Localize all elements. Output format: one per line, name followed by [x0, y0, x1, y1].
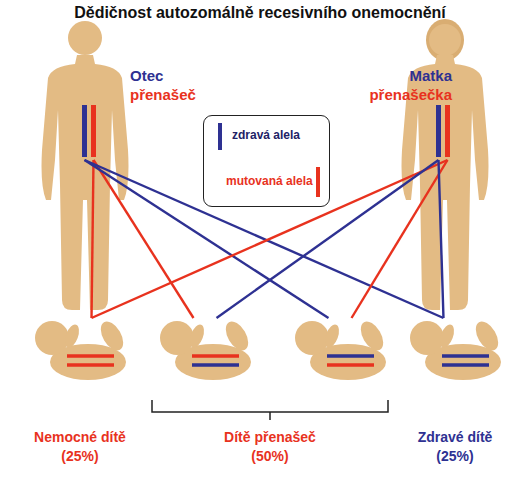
inheritance-line: [92, 160, 94, 318]
legend-text: mutovaná alela: [226, 174, 313, 188]
inheritance-line: [439, 160, 444, 318]
inheritance-line: [352, 160, 448, 318]
arm: [62, 323, 81, 350]
head: [429, 24, 461, 56]
head: [68, 21, 102, 55]
mutated-allele-bar: [67, 363, 114, 367]
parent-figure: Otecpřenašeč: [76, 100, 100, 160]
leg: [221, 318, 253, 355]
head: [410, 321, 444, 355]
hair: [426, 19, 464, 61]
parent-label: přenašečka: [332, 85, 452, 105]
healthy-allele-bar: [436, 105, 441, 157]
father-figure: [42, 21, 129, 310]
mother-figure: [402, 19, 489, 310]
legend-box: zdravá alela mutovaná alela: [203, 115, 330, 207]
arm: [437, 323, 456, 350]
diagram-title: Dědičnost autozomálně recesivního onemoc…: [0, 4, 520, 22]
parent-figure: Matkapřenašečka: [430, 100, 454, 160]
allele-swatch: [218, 123, 222, 150]
baby-figure: [160, 318, 253, 380]
group-bracket: [152, 400, 388, 420]
body: [42, 55, 129, 310]
legend-text: zdravá alela: [232, 128, 300, 142]
healthy-allele-bar: [82, 105, 87, 157]
arm: [187, 323, 206, 350]
healthy-allele-bar: [442, 354, 489, 358]
child-label: Zdravé dítě (25%): [407, 428, 503, 466]
mutated-allele-bar: [192, 354, 239, 358]
inheritance-line: [92, 160, 448, 318]
baby-figure: [295, 318, 388, 380]
group-label: Dítě přenašeč (50%): [205, 428, 335, 466]
healthy-allele-bar: [192, 363, 239, 367]
healthy-allele-bar: [327, 354, 374, 358]
parent-label: Matka: [332, 66, 452, 86]
head: [35, 321, 69, 355]
leg: [96, 318, 128, 355]
head: [295, 321, 329, 355]
baby-figure: [410, 318, 503, 380]
inheritance-line: [94, 160, 194, 318]
parent-label: Otec: [130, 66, 220, 86]
mutated-allele-bar: [67, 354, 114, 358]
baby-figure: [35, 318, 128, 380]
healthy-allele-bar: [442, 363, 489, 367]
mutated-allele-bar: [91, 105, 96, 157]
mutated-allele-bar: [327, 363, 374, 367]
head: [160, 321, 194, 355]
child-label: Nemocné dítě (25%): [32, 428, 128, 466]
child-figure: [292, 318, 388, 386]
child-figure: [157, 318, 253, 386]
leg: [471, 318, 503, 355]
inheritance-line: [85, 160, 444, 318]
mutated-allele-bar: [445, 105, 450, 157]
arm: [322, 323, 341, 350]
leg: [356, 318, 388, 355]
child-figure: Zdravé dítě (25%): [407, 318, 503, 386]
child-figure: Nemocné dítě (25%): [32, 318, 128, 386]
parent-label: přenašeč: [130, 85, 220, 105]
allele-swatch: [316, 167, 320, 197]
